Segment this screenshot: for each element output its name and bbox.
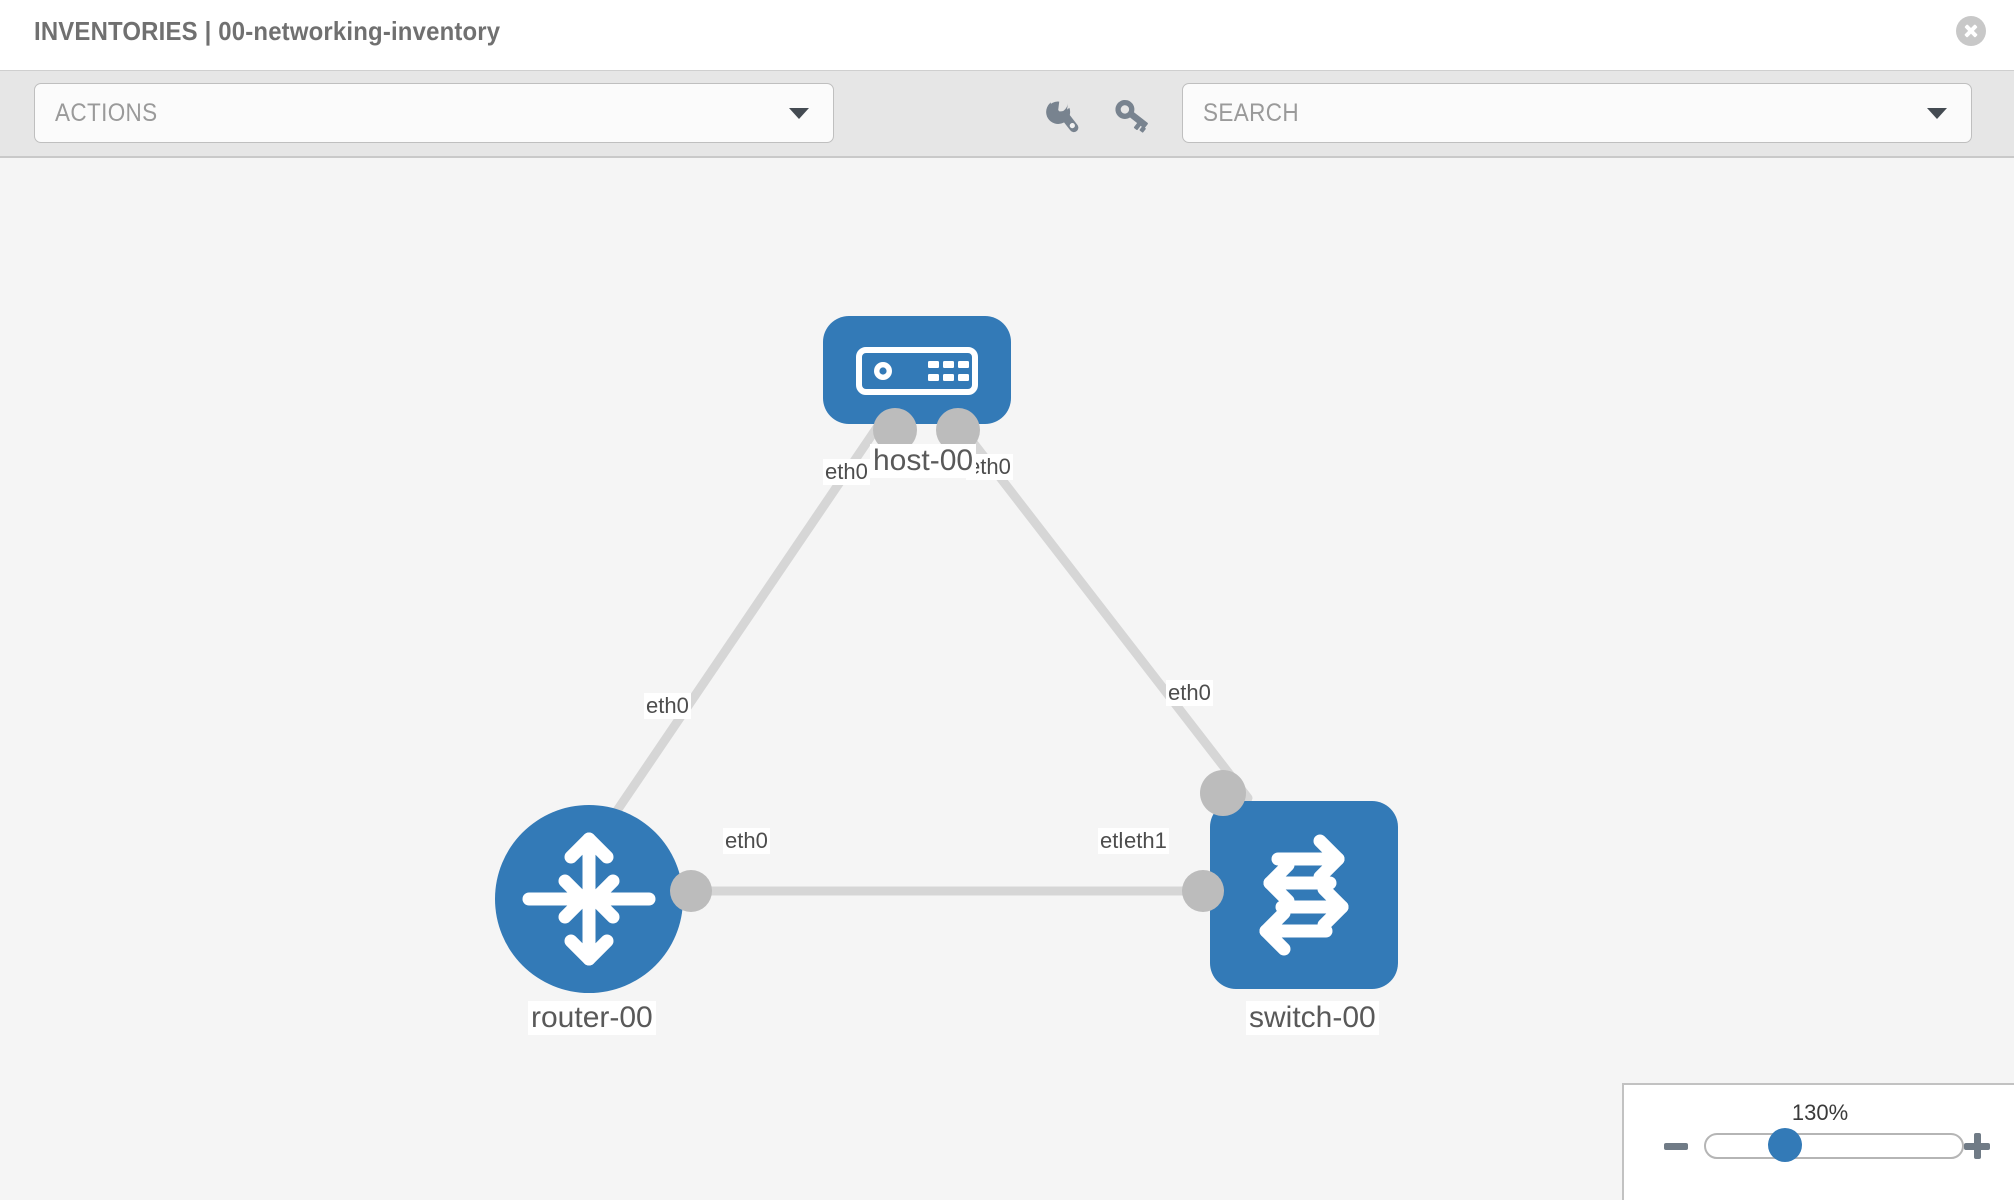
actions-dropdown[interactable]: ACTIONS [34, 83, 834, 143]
zoom-control-panel: 130% [1622, 1083, 2014, 1200]
topology-links [607, 418, 1253, 896]
node-label-router-00: router-00 [528, 1001, 656, 1035]
actions-dropdown-label: ACTIONS [55, 99, 158, 127]
chevron-down-icon [789, 108, 809, 119]
node-router-00[interactable] [495, 805, 683, 993]
link-host-switch [953, 418, 1253, 803]
page-title: INVENTORIES | 00-networking-inventory [34, 16, 501, 46]
topology-canvas[interactable]: host-00 router-00 switch-00 eth0 eth0 et… [0, 158, 2014, 1200]
close-icon[interactable] [1956, 16, 1986, 46]
interface-label-host-eth0-left: eth0 [823, 459, 870, 485]
zoom-slider[interactable] [1704, 1133, 1964, 1159]
interface-label-router-eth0-right: eth0 [723, 828, 770, 854]
interface-label-switch-eth0-up: eth0 [1166, 680, 1213, 706]
toolbar: ACTIONS SEARCH [0, 70, 2014, 158]
interface-stub-router-right [670, 870, 712, 912]
chevron-down-icon [1927, 108, 1947, 119]
node-label-switch-00: switch-00 [1246, 1001, 1379, 1035]
interface-stub-switch-left [1182, 870, 1224, 912]
page-header: INVENTORIES | 00-networking-inventory [0, 0, 2014, 70]
zoom-level-value: 130% [1791, 1100, 1849, 1125]
node-switch-00[interactable] [1210, 801, 1398, 989]
search-placeholder: SEARCH [1203, 99, 1299, 127]
node-label-host-00: host-00 [870, 444, 977, 478]
wrench-icon[interactable] [1042, 93, 1086, 137]
interface-label-router-eth0-up: eth0 [644, 693, 691, 719]
search-input[interactable]: SEARCH [1182, 83, 1972, 143]
interface-stub-switch-top [1200, 770, 1246, 816]
minus-icon[interactable] [1664, 1143, 1688, 1150]
interface-label-switch-eth1: eth1 [1122, 828, 1169, 854]
plus-icon[interactable] [1964, 1133, 1990, 1159]
zoom-slider-thumb[interactable] [1768, 1128, 1802, 1162]
link-host-router [607, 418, 885, 823]
key-icon[interactable] [1110, 93, 1154, 137]
node-host-00[interactable] [823, 316, 1011, 424]
